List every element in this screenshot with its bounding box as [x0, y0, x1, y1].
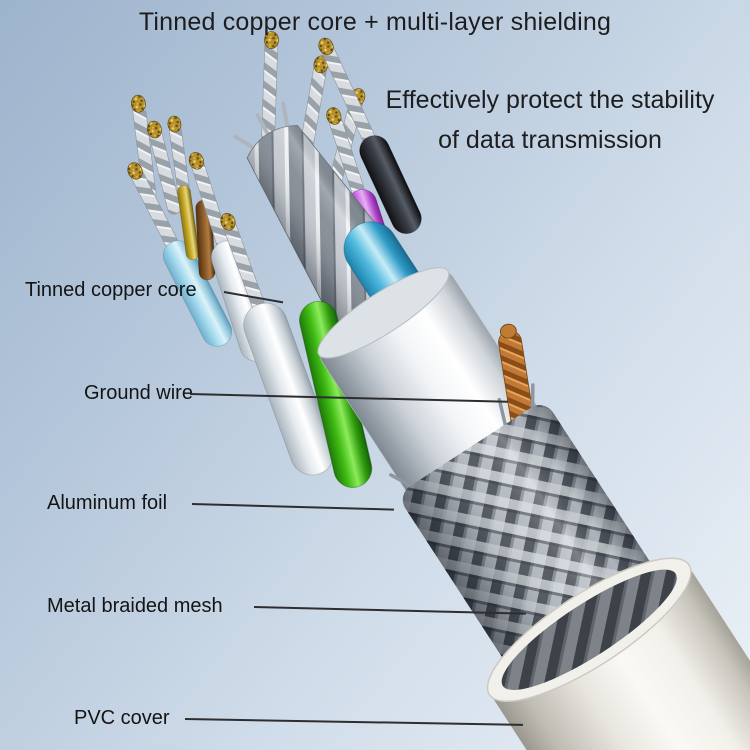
subtitle: Effectively protect the stability of dat…: [357, 80, 743, 160]
wire-pale-blue: [127, 162, 233, 347]
page-title: Tinned copper core + multi-layer shieldi…: [138, 8, 612, 36]
subtitle-line-1: Effectively protect the stability: [385, 86, 715, 114]
wire-white-large: [220, 213, 335, 476]
subtitle-line-2: of data transmission: [438, 126, 662, 154]
callout-label-aluminum-foil: Aluminum foil: [47, 492, 168, 514]
wire-black: [318, 37, 422, 234]
callout-label-pvc-cover: PVC cover: [74, 707, 170, 729]
callout-label-tinned-copper-core: Tinned copper core: [25, 279, 197, 301]
callout-label-metal-braided-mesh: Metal braided mesh: [47, 595, 223, 617]
pvc-cover-layer: [486, 557, 750, 750]
wire-yellow: [167, 115, 200, 261]
tinned-copper-strands: [131, 31, 366, 215]
callout-label-ground-wire: Ground wire: [84, 382, 193, 404]
